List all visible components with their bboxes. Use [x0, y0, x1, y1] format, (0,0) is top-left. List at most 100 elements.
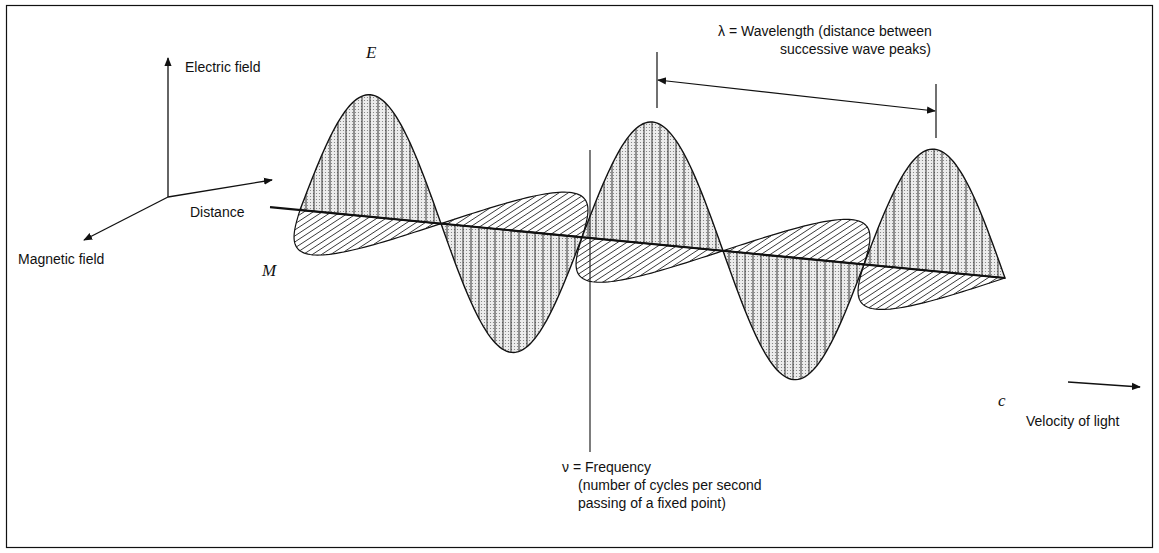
axis-label: Magnetic field [18, 250, 104, 268]
magnetic-hatch [859, 268, 902, 296]
electric-vector [918, 156, 919, 270]
electric-vector [394, 113, 395, 219]
magnetic-hatch [373, 221, 410, 245]
velocity-label: Velocity of light [1026, 412, 1119, 430]
magnetic-hatch [577, 241, 620, 269]
electric-vector [519, 231, 520, 351]
magnetic-hatch [869, 270, 926, 307]
electric-vector [378, 97, 379, 217]
magnetic-hatch [858, 267, 894, 291]
magnetic-hatch [603, 245, 660, 282]
magnetic-hatch [576, 240, 612, 264]
electric-vector [684, 154, 685, 247]
axis-arrow [167, 58, 168, 197]
dimension-label: λ = Wavelength (distance between success… [718, 22, 978, 58]
electric-vector [612, 164, 613, 240]
electric-vector [527, 232, 528, 347]
electric-vector [354, 101, 355, 215]
magnetic-hatch [296, 211, 314, 223]
magnetic-hatch [833, 237, 870, 261]
tick-line [935, 84, 936, 138]
magnetic-hatch [551, 210, 588, 234]
magnetic-hatch [312, 217, 370, 255]
electric-vector [870, 249, 871, 265]
magnetic-hatch [922, 274, 966, 303]
frequency-note: (number of cycles per second passing of … [578, 476, 790, 512]
electric-vector [559, 235, 560, 295]
magnetic-hatch [295, 214, 338, 242]
electric-vector [535, 233, 536, 339]
dimension-arrow [658, 80, 935, 111]
magnetic-hatch [543, 204, 587, 233]
electric-vector [777, 256, 778, 370]
electric-vector [902, 177, 903, 268]
electric-vector [809, 259, 810, 374]
magnetic-hatch [519, 194, 576, 231]
electric-vector [785, 257, 786, 377]
magnetic-hatch [471, 203, 507, 227]
electric-vector [761, 254, 762, 345]
electric-lobe [723, 251, 864, 380]
electric-vector [479, 227, 480, 318]
wave-symbol-slot: c [998, 392, 1006, 410]
velocity-arrow [1068, 382, 1140, 387]
electric-vector [322, 155, 323, 212]
electric-vector [636, 129, 637, 243]
electric-vector [370, 95, 371, 217]
electric-vector [926, 151, 927, 271]
wave-symbol: E [366, 44, 376, 62]
electric-vector [942, 152, 943, 272]
reference-line [589, 150, 590, 452]
electric-vector [841, 262, 842, 322]
magnetic-hatch [503, 192, 560, 229]
propagation-axis [270, 207, 1005, 278]
magnetic-hatch [825, 232, 869, 261]
electric-vector [958, 168, 959, 274]
electric-vector [455, 225, 456, 262]
electric-lobe [441, 224, 582, 353]
electric-vector [878, 228, 879, 265]
electric-vector [737, 252, 738, 289]
electric-vector [338, 122, 339, 213]
axis-label-slot: Electric field [185, 58, 260, 76]
electric-vector [551, 234, 552, 312]
magnetic-hatch [689, 249, 708, 261]
magnetic-hatch [305, 216, 362, 253]
magnetic-hatch [294, 213, 330, 237]
electric-wave [300, 95, 1005, 380]
electric-vector [346, 110, 347, 214]
electric-vector [950, 158, 951, 273]
magnetic-hatch [640, 247, 684, 276]
electric-vector [660, 124, 661, 244]
electric-lobe [582, 122, 723, 251]
electric-lobe [300, 95, 441, 224]
electric-vector [676, 141, 677, 247]
electric-vector [503, 230, 504, 350]
axis-arrow [84, 197, 168, 240]
electric-vector [620, 149, 621, 240]
electric-vector [817, 260, 818, 366]
wave-symbol-slot: M [262, 262, 276, 280]
magnetic-hatch [296, 214, 346, 246]
magnetic-hatch [753, 230, 789, 254]
frame [7, 6, 1153, 548]
magnetic-hatch [793, 220, 851, 258]
magnetic-hatch [769, 223, 819, 255]
tick-line [656, 52, 657, 108]
magnetic-hatch [511, 192, 569, 230]
axis-label-slot: Magnetic field [18, 250, 104, 268]
electric-vector [471, 226, 472, 302]
electric-vector [463, 226, 464, 283]
magnetic-hatch [479, 199, 522, 227]
magnetic-hatch [761, 226, 804, 254]
electric-vector [857, 264, 858, 283]
electric-vector [362, 96, 363, 216]
electric-vector [745, 253, 746, 310]
magnetic-hatch [358, 220, 402, 249]
electric-vector [966, 181, 967, 274]
magnetic-hatch [737, 240, 755, 252]
electric-vector [990, 237, 991, 277]
magnetic-hatch [937, 275, 974, 299]
axes-symbol [84, 58, 272, 240]
magnetic-hatch [321, 218, 378, 255]
